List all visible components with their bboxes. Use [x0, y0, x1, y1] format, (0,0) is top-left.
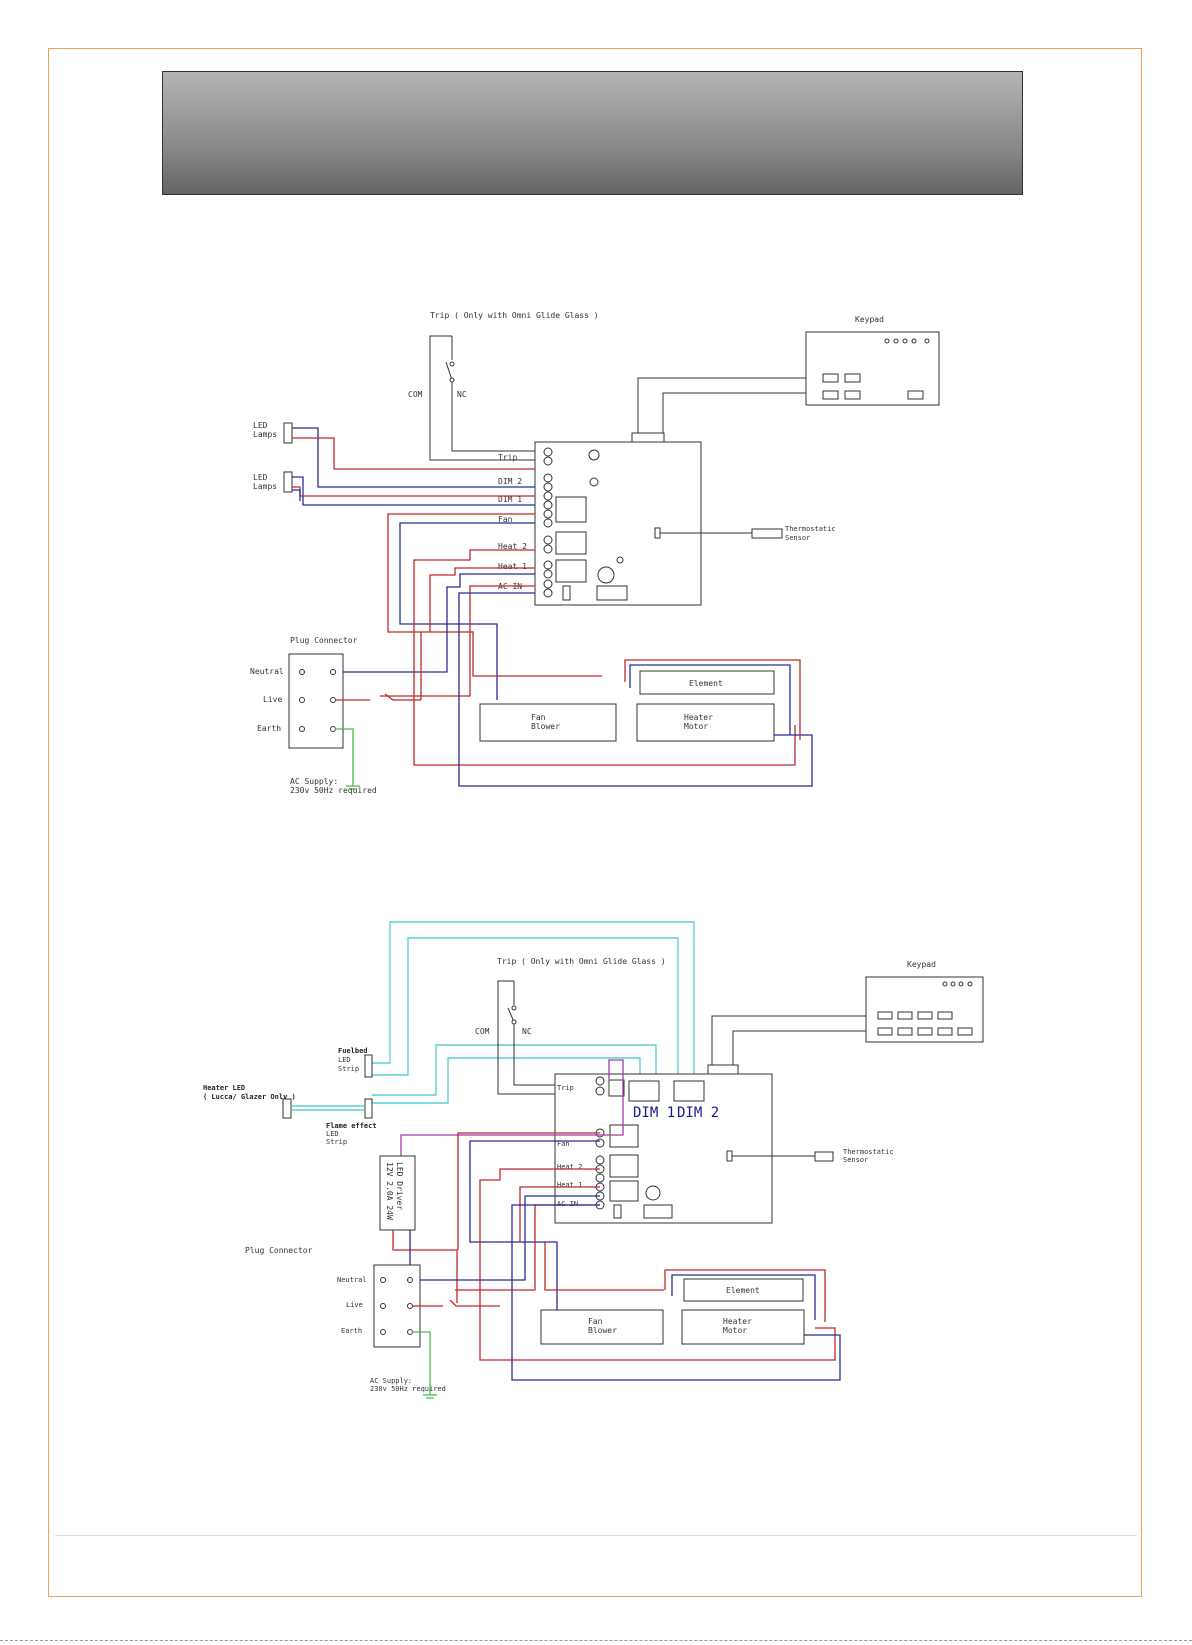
ac-supply-label-2: AC Supply:	[370, 1377, 412, 1385]
heater-motor-label: Heater	[684, 713, 713, 722]
svg-text:Motor: Motor	[723, 1326, 747, 1335]
fan-blower-2	[540, 1309, 664, 1345]
terminal-ac-in-2: AC IN	[557, 1200, 578, 1208]
plug-pin-live-2: Live	[346, 1301, 363, 1309]
plug-pin-neutral-2: Neutral	[337, 1276, 367, 1284]
plug-pin-neutral: Neutral	[250, 667, 284, 676]
fuelbed-label: Fuelbed	[338, 1047, 368, 1055]
svg-text:Motor: Motor	[684, 722, 708, 731]
terminal-heat1: Heat 1	[498, 562, 527, 571]
wiring-diagram-1: Trip ( Only with Omni Glide Glass ) COM …	[250, 311, 940, 795]
keypad-label-2: Keypad	[907, 960, 936, 969]
plug-connector-label-2: Plug Connector	[245, 1246, 313, 1255]
control-board-2	[554, 1073, 773, 1224]
plug-pin-live: Live	[263, 695, 282, 704]
dim2-connector	[673, 1080, 705, 1102]
svg-text:Strip: Strip	[338, 1065, 359, 1073]
svg-text:Lamps: Lamps	[253, 482, 277, 491]
flame-effect-led-strip	[364, 1098, 373, 1119]
terminal-dim2: DIM 2	[498, 477, 522, 486]
heater-motor-2	[681, 1309, 805, 1345]
element-label: Element	[689, 679, 723, 688]
svg-text:LED: LED	[326, 1130, 339, 1138]
svg-text:Sensor: Sensor	[785, 534, 810, 542]
terminal-dim1: DIM 1	[498, 495, 522, 504]
led-lamps-2-label: LED	[253, 473, 268, 482]
svg-text:( Lucca/ Glazer Only ): ( Lucca/ Glazer Only )	[203, 1093, 296, 1101]
svg-text:Sensor: Sensor	[843, 1156, 868, 1164]
led-lamps-1	[283, 422, 293, 444]
keypad-label: Keypad	[855, 315, 884, 324]
title-banner	[162, 71, 1023, 195]
svg-text:230v 50Hz required: 230v 50Hz required	[370, 1385, 446, 1393]
plug-connector-label: Plug Connector	[290, 636, 358, 645]
heater-led	[282, 1098, 292, 1119]
svg-text:Blower: Blower	[588, 1326, 617, 1335]
terminal-trip-2: Trip	[557, 1084, 574, 1092]
element	[639, 670, 775, 695]
keypad-buttons	[822, 373, 924, 400]
heater-motor	[636, 703, 775, 742]
svg-text:12V 2.0A 24W: 12V 2.0A 24W	[385, 1162, 394, 1220]
svg-text:Blower: Blower	[531, 722, 560, 731]
footer-rule	[55, 1535, 1137, 1536]
wiring-diagram-2: Trip ( Only with Omni Glide Glass ) COM …	[203, 921, 984, 1399]
element-label-2: Element	[726, 1286, 760, 1295]
svg-text:Strip: Strip	[326, 1138, 347, 1146]
dim2-label: DIM 2	[677, 1105, 719, 1121]
terminal-heat2-2: Heat 2	[557, 1163, 582, 1171]
element-2	[683, 1278, 804, 1302]
terminal-fan-2: Fan	[557, 1140, 570, 1148]
terminal-fan: Fan	[498, 515, 513, 524]
dim1-connector	[628, 1080, 660, 1102]
led-driver-label: LED Driver	[395, 1162, 404, 1210]
terminal-heat1-2: Heat 1	[557, 1181, 582, 1189]
thermostatic-sensor-label: Thermostatic	[785, 525, 836, 533]
thermostatic-sensor-label-2: Thermostatic	[843, 1148, 894, 1156]
heater-led-label: Heater LED	[203, 1084, 245, 1092]
nc-label-2: NC	[522, 1027, 532, 1036]
keypad-leds	[884, 338, 930, 344]
fuelbed-led-strip	[364, 1054, 373, 1078]
heater-motor-label-2: Heater	[723, 1317, 752, 1326]
com-label-2: COM	[475, 1027, 490, 1036]
fan-blower-label: Fan	[531, 713, 546, 722]
led-driver	[379, 1155, 416, 1231]
trip-label-2: Trip ( Only with Omni Glide Glass )	[497, 957, 666, 966]
flame-effect-label: Flame effect	[326, 1122, 377, 1130]
page-border	[48, 48, 1142, 1597]
fan-blower	[479, 703, 617, 742]
keypad-connector	[631, 432, 665, 443]
fan-blower-label-2: Fan	[588, 1317, 603, 1326]
board-terminal-block	[543, 447, 553, 598]
svg-text:LED: LED	[338, 1056, 351, 1064]
svg-text:Lamps: Lamps	[253, 430, 277, 439]
svg-text:230v 50Hz required: 230v 50Hz required	[290, 786, 377, 795]
led-lamps-2	[283, 471, 293, 493]
com-label: COM	[408, 390, 423, 399]
led-lamps-1-label: LED	[253, 421, 268, 430]
ac-supply-label: AC Supply:	[290, 777, 338, 786]
dim1-label: DIM 1	[633, 1105, 675, 1121]
plug-pin-earth-2: Earth	[341, 1327, 362, 1335]
terminal-trip: Trip	[498, 453, 517, 462]
plug-pin-earth: Earth	[257, 724, 281, 733]
terminal-heat2: Heat 2	[498, 542, 527, 551]
bottom-page-edge	[0, 1640, 1192, 1641]
trip-label: Trip ( Only with Omni Glide Glass )	[430, 311, 599, 320]
nc-label: NC	[457, 390, 467, 399]
